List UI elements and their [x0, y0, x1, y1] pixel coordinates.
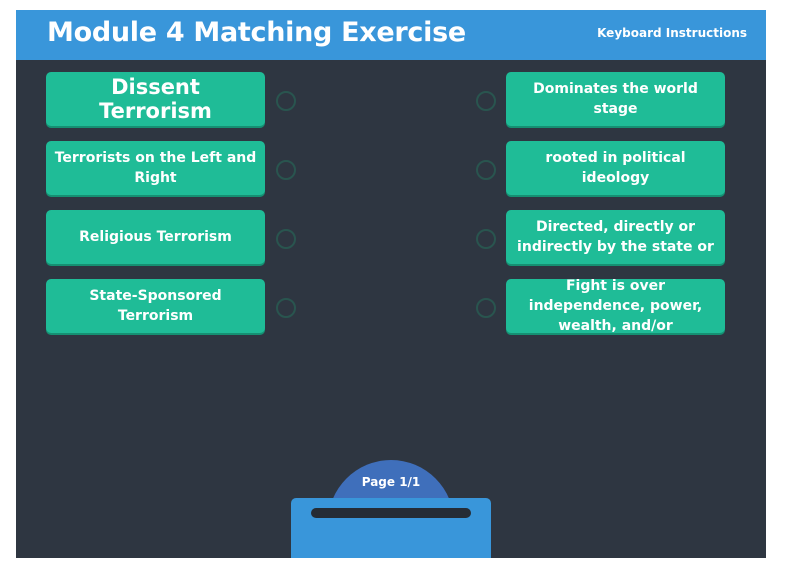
- page-indicator: Page 1/1: [361, 475, 421, 489]
- footer-panel: [291, 498, 491, 558]
- right-item-label: Dominates the world stage: [533, 81, 698, 117]
- left-match-dot-1[interactable]: [276, 91, 296, 111]
- left-item-terrorists-left-right[interactable]: Terrorists on the Left and Right: [46, 141, 265, 195]
- right-item-label: Directed, directly or indirectly by the …: [517, 219, 714, 255]
- right-item-fight-over-independence[interactable]: Fight is over independence, power, wealt…: [506, 278, 725, 334]
- right-match-dot-4[interactable]: [476, 298, 496, 318]
- header-bar: Module 4 Matching Exercise Keyboard Inst…: [16, 10, 766, 60]
- progress-bar: [311, 508, 471, 518]
- page-title: Module 4 Matching Exercise: [47, 17, 466, 48]
- left-match-dot-2[interactable]: [276, 160, 296, 180]
- left-item-religious-terrorism[interactable]: Religious Terrorism: [46, 210, 265, 264]
- left-match-dot-3[interactable]: [276, 229, 296, 249]
- right-item-label: rooted in political ideology: [545, 150, 686, 186]
- right-item-directed-by-state[interactable]: Directed, directly or indirectly by the …: [506, 210, 725, 264]
- matching-exercise-app: Module 4 Matching Exercise Keyboard Inst…: [16, 10, 766, 558]
- left-item-label: Religious Terrorism: [79, 229, 232, 245]
- keyboard-instructions-button[interactable]: Keyboard Instructions: [597, 26, 747, 40]
- right-match-dot-1[interactable]: [476, 91, 496, 111]
- right-item-dominates-world-stage[interactable]: Dominates the world stage: [506, 72, 725, 126]
- right-item-label: Fight is over independence, power, wealt…: [528, 278, 703, 334]
- left-match-dot-4[interactable]: [276, 298, 296, 318]
- left-item-label: Terrorists on the Left and Right: [54, 150, 257, 186]
- right-match-dot-3[interactable]: [476, 229, 496, 249]
- left-item-state-sponsored-terrorism[interactable]: State-Sponsored Terrorism: [46, 279, 265, 333]
- left-item-label: Dissent Terrorism: [99, 75, 212, 123]
- left-item-dissent-terrorism[interactable]: Dissent Terrorism: [46, 72, 265, 126]
- left-item-label: State-Sponsored Terrorism: [89, 288, 222, 324]
- right-match-dot-2[interactable]: [476, 160, 496, 180]
- right-item-rooted-political-ideology[interactable]: rooted in political ideology: [506, 141, 725, 195]
